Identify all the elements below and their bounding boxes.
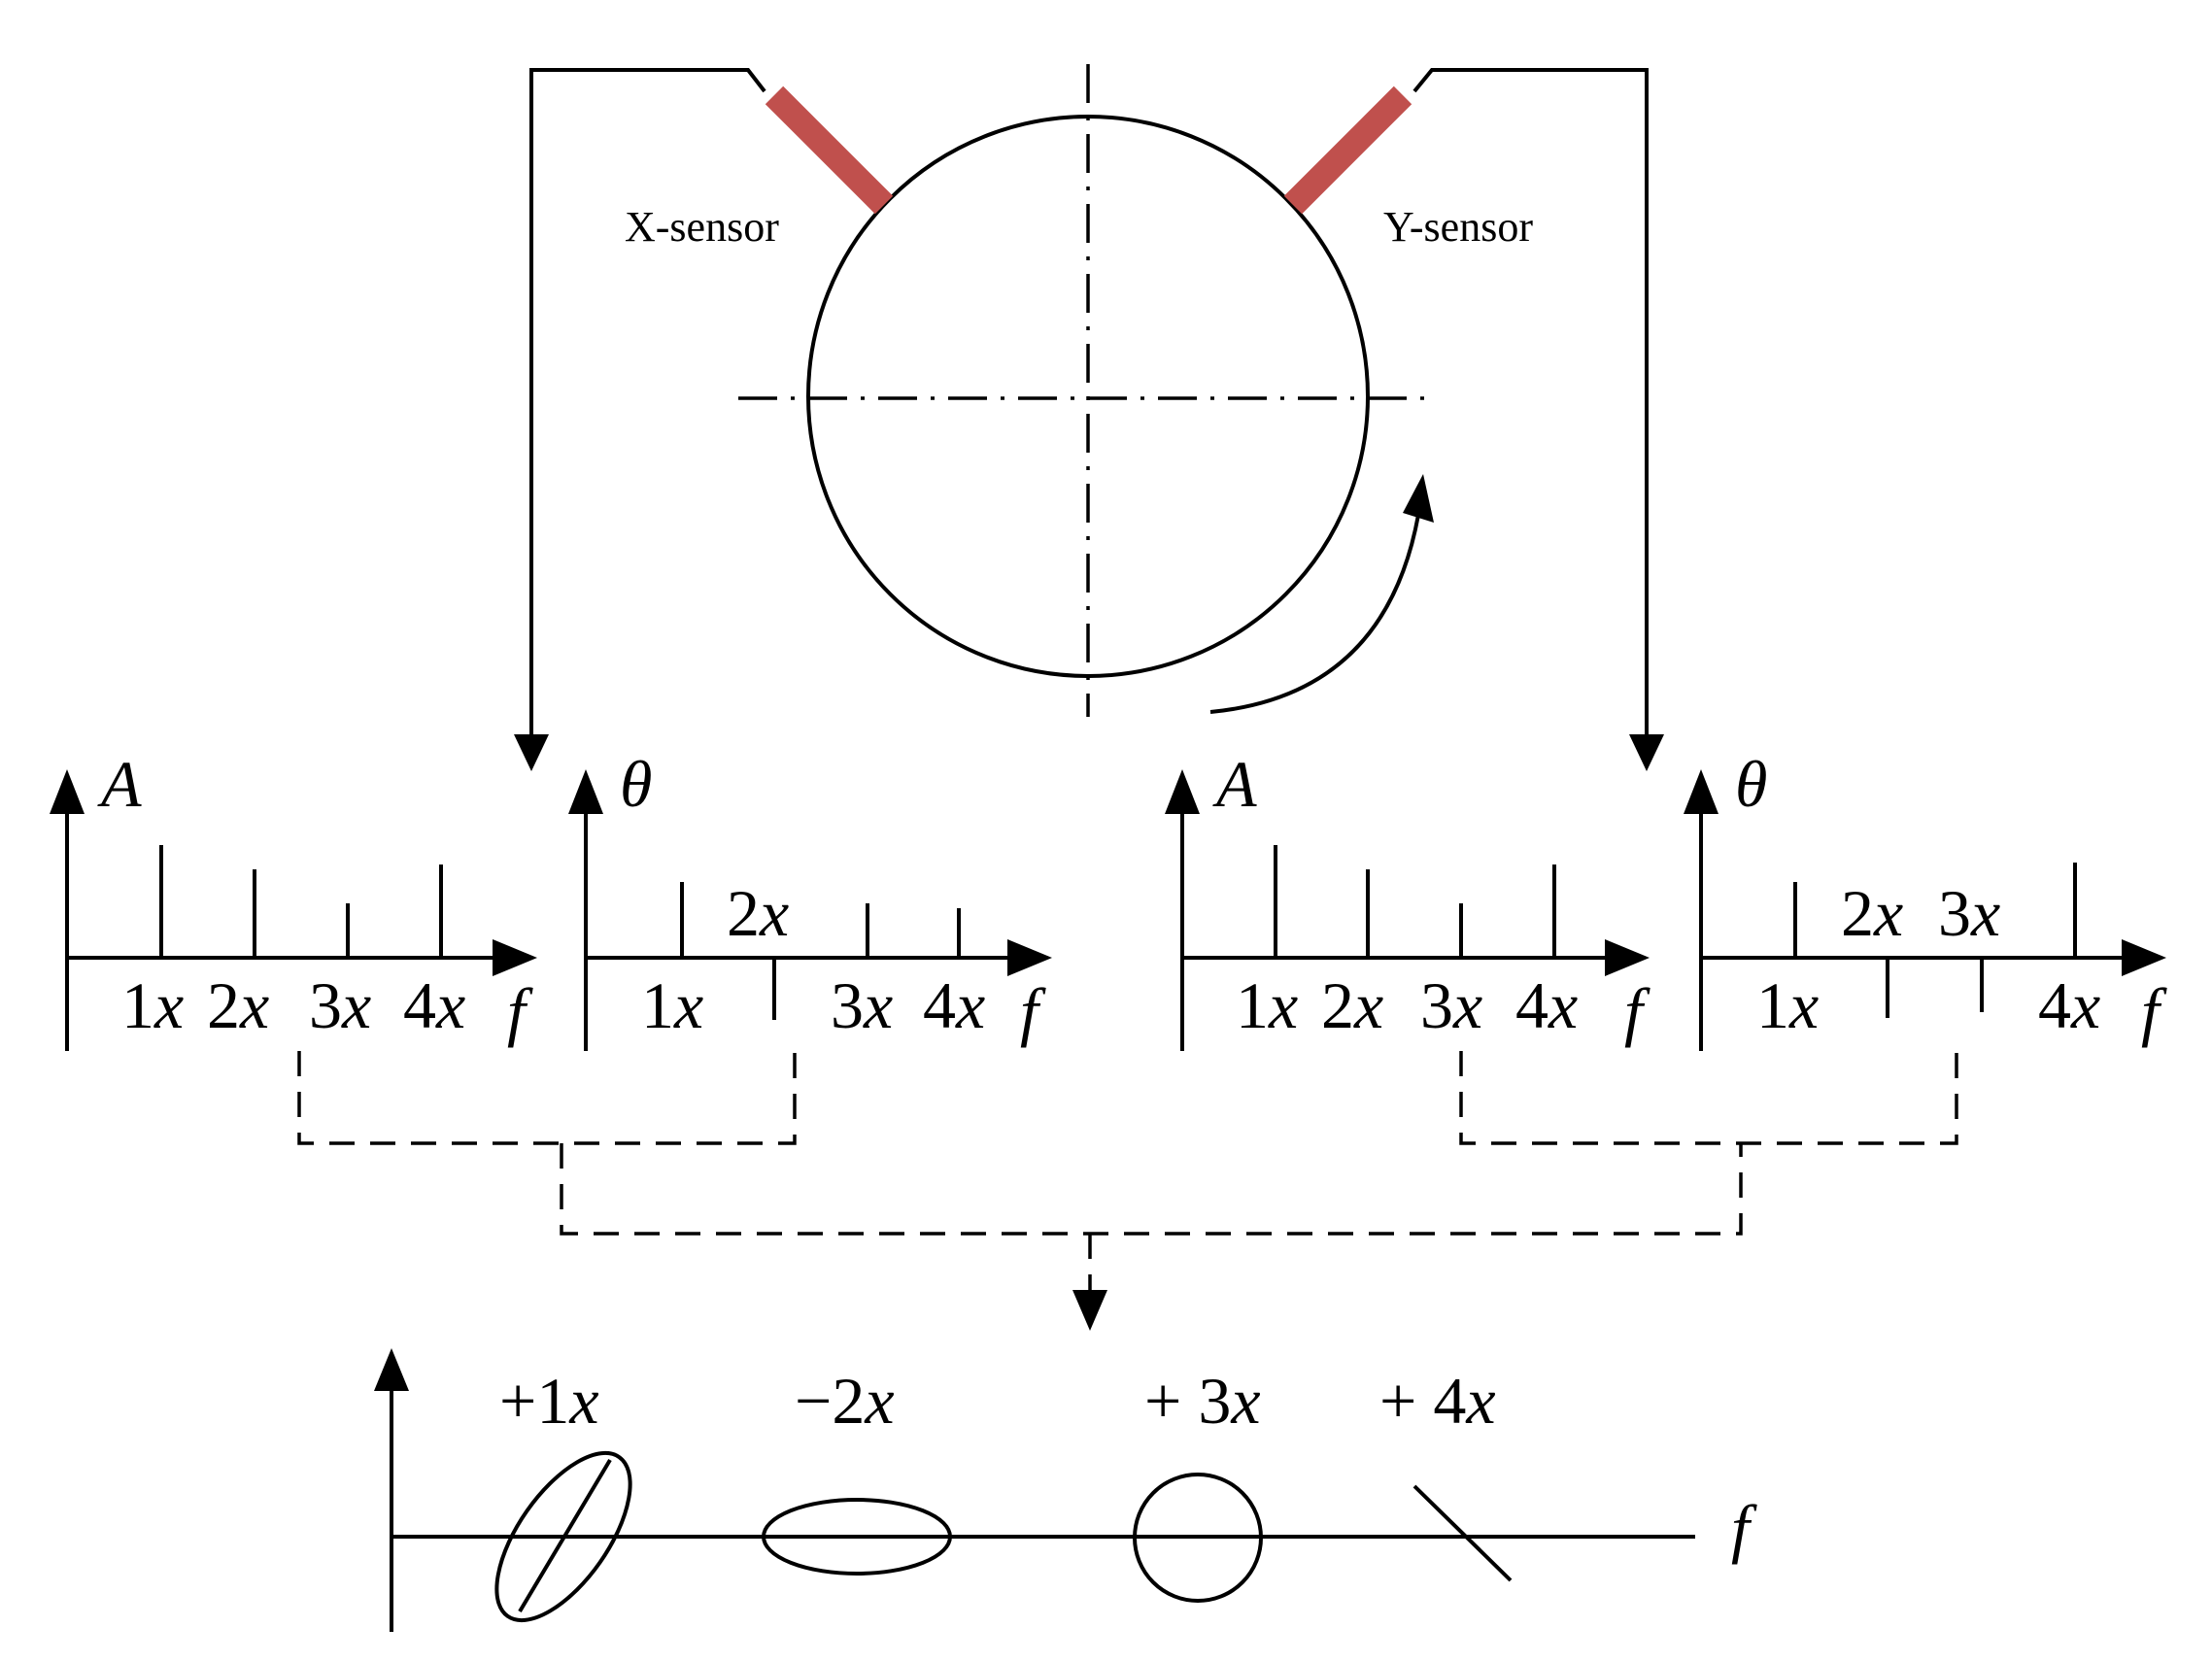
tick-label-3x: 3x [1938, 876, 2000, 950]
tick-label-1x: 1x [641, 968, 703, 1042]
tick-label-2x: 2x [727, 876, 789, 950]
tick-label-2x: 2x [1321, 968, 1383, 1042]
phase-axis-label: θ [620, 747, 652, 821]
line-orbit [1412, 1484, 1513, 1582]
amplitude-axis-label: A [97, 747, 142, 821]
y-sensor: Y-sensor [1283, 85, 1533, 251]
orbit-label-plus-3x: + 3x [1144, 1364, 1261, 1438]
y-wire-arrowhead [1629, 734, 1664, 771]
x-spectra-merge-bracket [297, 1051, 797, 1145]
amplitude-axis-label: A [1212, 747, 1257, 821]
full-spectrum-plot: f +1x −2x + 3x + 4x [374, 1348, 1757, 1632]
orbit-label-minus-2x: −2x [795, 1364, 895, 1438]
frequency-axis-label: f [507, 974, 533, 1048]
frequency-axis-label: f [1731, 1491, 1757, 1565]
orbit-plus-4x: + 4x [1379, 1364, 1513, 1582]
tick-label-4x: 4x [2038, 968, 2100, 1042]
orbit-label-plus-1x: +1x [499, 1364, 599, 1438]
tick-label-3x: 3x [831, 968, 893, 1042]
y-phase-spectrum: θ f 1x 2x 3x 4x [1684, 747, 2167, 1051]
x-sensor-probe [765, 85, 894, 215]
tick-label-2x: 2x [1841, 876, 1903, 950]
circular-orbit [1133, 1473, 1263, 1603]
orbit-label-plus-4x: + 4x [1379, 1364, 1496, 1438]
y-sensor-label: Y-sensor [1383, 203, 1533, 251]
rotation-direction-arrow [1209, 474, 1434, 714]
tick-label-4x: 4x [1515, 968, 1578, 1042]
tick-label-3x: 3x [309, 968, 371, 1042]
x-amplitude-spectrum: A f 1x 2x 3x 4x [50, 747, 537, 1051]
orbit-plus-1x: +1x [494, 1364, 632, 1623]
tilted-ellipse-orbit [494, 1450, 632, 1623]
x-sensor: X-sensor [625, 85, 894, 251]
frequency-axis-label: f [1624, 974, 1650, 1048]
tick-label-2x: 2x [207, 968, 269, 1042]
combined-merge-bracket [560, 1143, 1743, 1331]
y-amplitude-spectrum: A f 1x 2x 3x 4x [1165, 747, 1650, 1051]
merge-arrowhead [1072, 1290, 1107, 1331]
x-sensor-wire [514, 68, 766, 771]
tick-label-1x: 1x [1236, 968, 1298, 1042]
phase-axis-label: θ [1735, 747, 1767, 821]
y-spectra-merge-bracket [1459, 1051, 1958, 1145]
tick-label-1x: 1x [121, 968, 184, 1042]
x-wire-arrowhead [514, 734, 549, 771]
rotor [738, 64, 1434, 717]
x-phase-spectrum: θ f 1x 2x 3x 4x [568, 747, 1052, 1051]
orbit-minus-2x: −2x [762, 1364, 952, 1576]
frequency-axis-label: f [2141, 974, 2167, 1048]
y-sensor-wire [1412, 68, 1664, 771]
frequency-axis-label: f [1020, 974, 1046, 1048]
tick-label-4x: 4x [403, 968, 465, 1042]
orbit-major-axis [518, 1458, 612, 1613]
orbit-plus-3x: + 3x [1133, 1364, 1263, 1603]
horizontal-ellipse-orbit [762, 1498, 952, 1576]
x-sensor-label: X-sensor [625, 203, 779, 251]
y-sensor-probe [1283, 85, 1412, 215]
tick-label-3x: 3x [1420, 968, 1482, 1042]
tick-label-4x: 4x [923, 968, 985, 1042]
tick-label-1x: 1x [1756, 968, 1819, 1042]
